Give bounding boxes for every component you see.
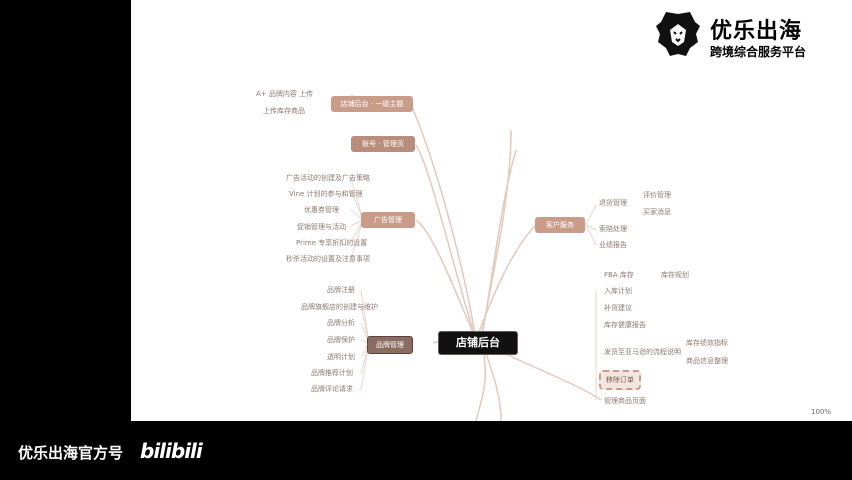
mindmap-connectors [350, 94, 602, 421]
branch-node-left-4[interactable]: 品牌管理 [367, 336, 413, 354]
leaf-node[interactable]: 优惠券管理 [304, 206, 339, 214]
bilibili-logo: bilibili [140, 439, 203, 463]
leaf-node[interactable]: 品牌保护 [327, 336, 355, 344]
branch-node-left-3[interactable]: 广告管理 [361, 212, 415, 228]
channel-name: 优乐出海官方号 [18, 444, 124, 462]
leaf-node[interactable]: Vine 计划的参与和管理 [289, 190, 363, 198]
leaf-node[interactable]: FBA 库存 [604, 271, 634, 279]
leaf-node[interactable]: 管理商品页面 [604, 397, 646, 405]
mindmap-canvas[interactable]: 店铺后台 店铺后台 · 一级主题 A+ 品牌内容 上传 上传库存商品 账号 · … [131, 0, 852, 421]
leaf-node[interactable]: 品牌推荐计划 [311, 369, 353, 377]
lion-logo-icon [656, 12, 700, 56]
leaf-node[interactable]: 品牌注册 [327, 286, 355, 294]
leaf-node[interactable]: 库存绩效指标 [686, 339, 728, 347]
brand-name: 优乐出海 [710, 19, 803, 44]
leaf-node[interactable]: 透明计划 [327, 353, 355, 361]
video-watermark-bar: 优乐出海官方号 bilibili [0, 421, 852, 480]
left-black-strip [0, 0, 131, 421]
branch-node-left-2[interactable]: 账号 · 管理页 [351, 136, 415, 152]
zoom-level[interactable]: 100% [811, 408, 832, 416]
leaf-node[interactable]: 发货至亚马逊的流程说明 [604, 348, 681, 356]
leaf-node[interactable]: 品牌旗舰店的创建与维护 [301, 303, 378, 311]
leaf-node[interactable]: 买家消息 [643, 208, 671, 216]
leaf-node[interactable]: Prime 专享折扣的设置 [296, 239, 368, 247]
brand-logo-area: 优乐出海 跨境综合服务平台 [646, 5, 852, 63]
leaf-node[interactable]: 广告活动的创建及广告策略 [286, 174, 370, 182]
status-bar: 100% [751, 406, 852, 420]
leaf-node[interactable]: 入库计划 [604, 287, 632, 295]
leaf-node[interactable]: 补货建议 [604, 304, 632, 312]
leaf-node[interactable]: 商品信息整理 [686, 357, 728, 365]
leaf-node[interactable]: 秒杀活动的设置及注意事项 [286, 255, 370, 263]
root-node[interactable]: 店铺后台 [438, 331, 518, 355]
branch-node-right-1[interactable]: 客户服务 [535, 217, 585, 233]
leaf-node[interactable]: 上传库存商品 [263, 107, 305, 115]
leaf-node[interactable]: 索赔处理 [599, 225, 627, 233]
leaf-node[interactable]: 品牌分析 [327, 319, 355, 327]
leaf-node-highlighted[interactable]: 移除订单 [599, 370, 641, 390]
branch-node-left-1[interactable]: 店铺后台 · 一级主题 [331, 96, 413, 112]
leaf-node[interactable]: 品牌评论请求 [311, 385, 353, 393]
leaf-node[interactable]: 评价管理 [643, 191, 671, 199]
leaf-node[interactable]: 促销管理与活动 [297, 223, 346, 231]
leaf-node[interactable]: 业绩报告 [599, 241, 627, 249]
leaf-node[interactable]: 退货管理 [599, 199, 627, 207]
leaf-node[interactable]: 库存健康报告 [604, 321, 646, 329]
leaf-node[interactable]: A+ 品牌内容 上传 [256, 90, 314, 98]
brand-tagline: 跨境综合服务平台 [710, 45, 807, 59]
leaf-node[interactable]: 库存规划 [661, 271, 689, 279]
